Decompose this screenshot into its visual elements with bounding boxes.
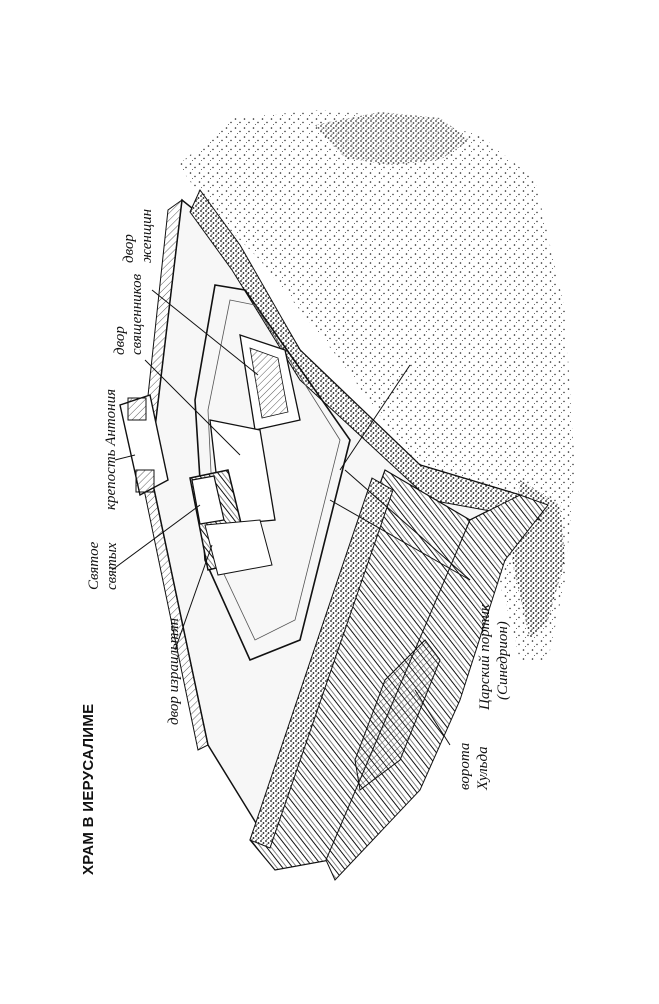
huldah-gates-stairs <box>354 639 441 791</box>
holy-of-holies-block <box>191 475 225 525</box>
royal-portico-roof <box>249 477 394 849</box>
leader-east-court <box>339 364 411 471</box>
leader-court-israelites <box>174 544 213 651</box>
leader-lines <box>111 289 471 746</box>
fortress-tower-1 <box>127 397 147 421</box>
south-wall-face <box>325 494 549 881</box>
figure-title: ХРАМ В ИЕРУСАЛИМЕ <box>80 704 97 876</box>
leader-court-women <box>151 289 259 376</box>
inner-court-boundary-2 <box>207 299 341 641</box>
leader-fortress <box>114 454 136 461</box>
label-royal-portico-line1: Царский портик <box>477 603 493 711</box>
label-court-women-line2: женщин <box>139 209 155 263</box>
label-huldah-gates-line2: Хульда <box>475 746 491 791</box>
label-court-israelites: двор израильтян <box>166 618 182 725</box>
label-holy-of-holies-line1: Святое <box>86 541 102 590</box>
leader-huldah-gates <box>414 689 451 746</box>
labels: крепость Антония Святое святых двор изра… <box>86 209 511 791</box>
label-huldah-gates-line1: ворота <box>457 743 473 790</box>
tree-grove <box>315 112 470 165</box>
label-court-women-line1: двор <box>121 234 137 263</box>
temple-platform <box>139 189 549 881</box>
leader-royal-portico <box>329 499 471 581</box>
label-court-priests-line2: священников <box>129 273 145 355</box>
court-of-israelites <box>204 519 273 576</box>
label-court-priests-line1: двор <box>112 326 128 355</box>
leader-court-priests <box>144 359 241 456</box>
label-holy-of-holies-line2: святых <box>104 542 120 590</box>
antonia-fortress <box>119 394 169 497</box>
court-of-women-inner <box>249 347 289 419</box>
leader-royal-portico-2 <box>344 469 471 581</box>
temple-complex <box>189 334 301 576</box>
east-wall <box>189 189 542 521</box>
inner-court-boundary <box>194 284 351 662</box>
fortress-tower-2 <box>135 469 155 493</box>
label-royal-portico-line2: (Синедрион) <box>495 621 511 700</box>
label-fortress-antonia: крепость Антония <box>103 389 119 510</box>
title-block: ХРАМ В ИЕРУСАЛИМЕ <box>80 704 97 876</box>
leader-holy-of-holies <box>111 504 201 571</box>
